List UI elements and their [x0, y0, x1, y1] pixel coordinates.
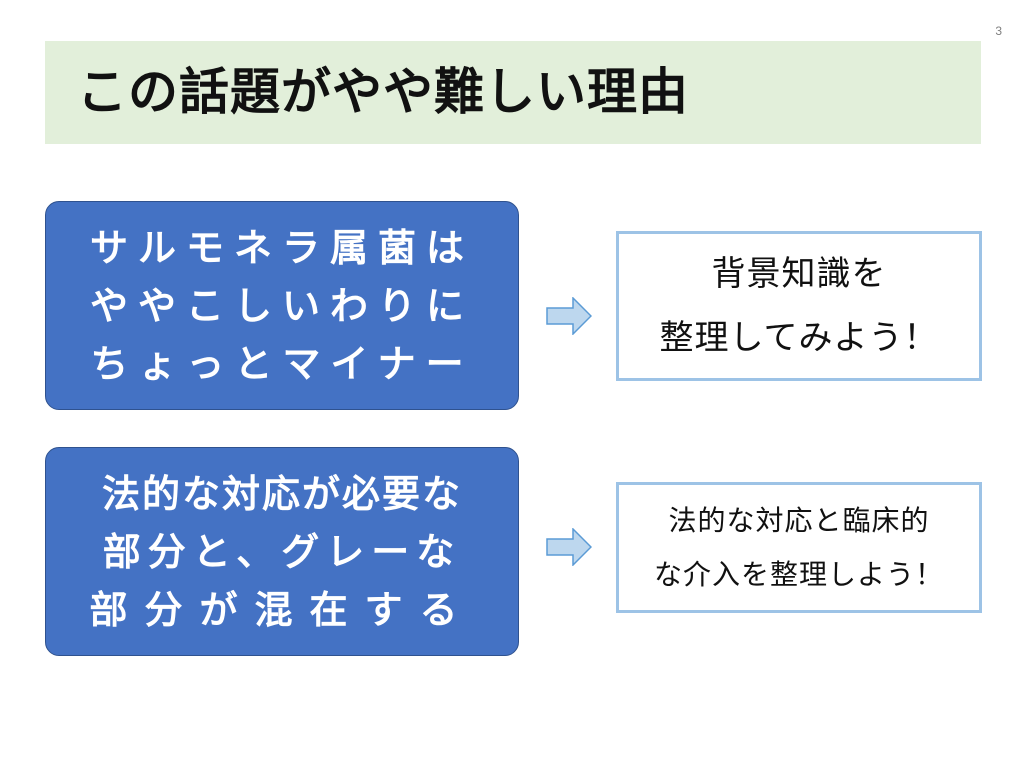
page-number: 3 [995, 24, 1002, 38]
action-box-1: 背景知識を 整理してみよう！ [616, 231, 982, 381]
reason-1-line-1: サルモネラ属菌は [89, 225, 474, 270]
action-1-line-1: 背景知識を [711, 254, 887, 294]
reason-2-line-3: 部分が混在する [89, 587, 475, 632]
right-arrow-icon [546, 528, 592, 566]
reason-1-line-3: ちょっとマイナー [90, 341, 474, 386]
slide-title: この話題がやや難しい理由 [77, 63, 689, 121]
action-1-line-2: 整理してみよう！ [659, 318, 939, 358]
reason-1-line-2: ややこしいわりに [89, 283, 474, 328]
right-arrow-icon [546, 297, 592, 335]
reason-box-1: サルモネラ属菌は ややこしいわりに ちょっとマイナー [45, 201, 519, 410]
action-2-line-1: 法的な対応と臨床的 [668, 503, 930, 537]
action-2-line-2: な介入を整理しよう！ [653, 557, 944, 591]
reason-2-line-1: 法的な対応が必要な [101, 471, 462, 516]
title-bar: この話題がやや難しい理由 [45, 41, 981, 144]
reason-box-2: 法的な対応が必要な 部分と、グレーな 部分が混在する [45, 447, 519, 656]
reason-2-line-2: 部分と、グレーな [102, 529, 462, 574]
action-box-2: 法的な対応と臨床的 な介入を整理しよう！ [616, 482, 982, 613]
